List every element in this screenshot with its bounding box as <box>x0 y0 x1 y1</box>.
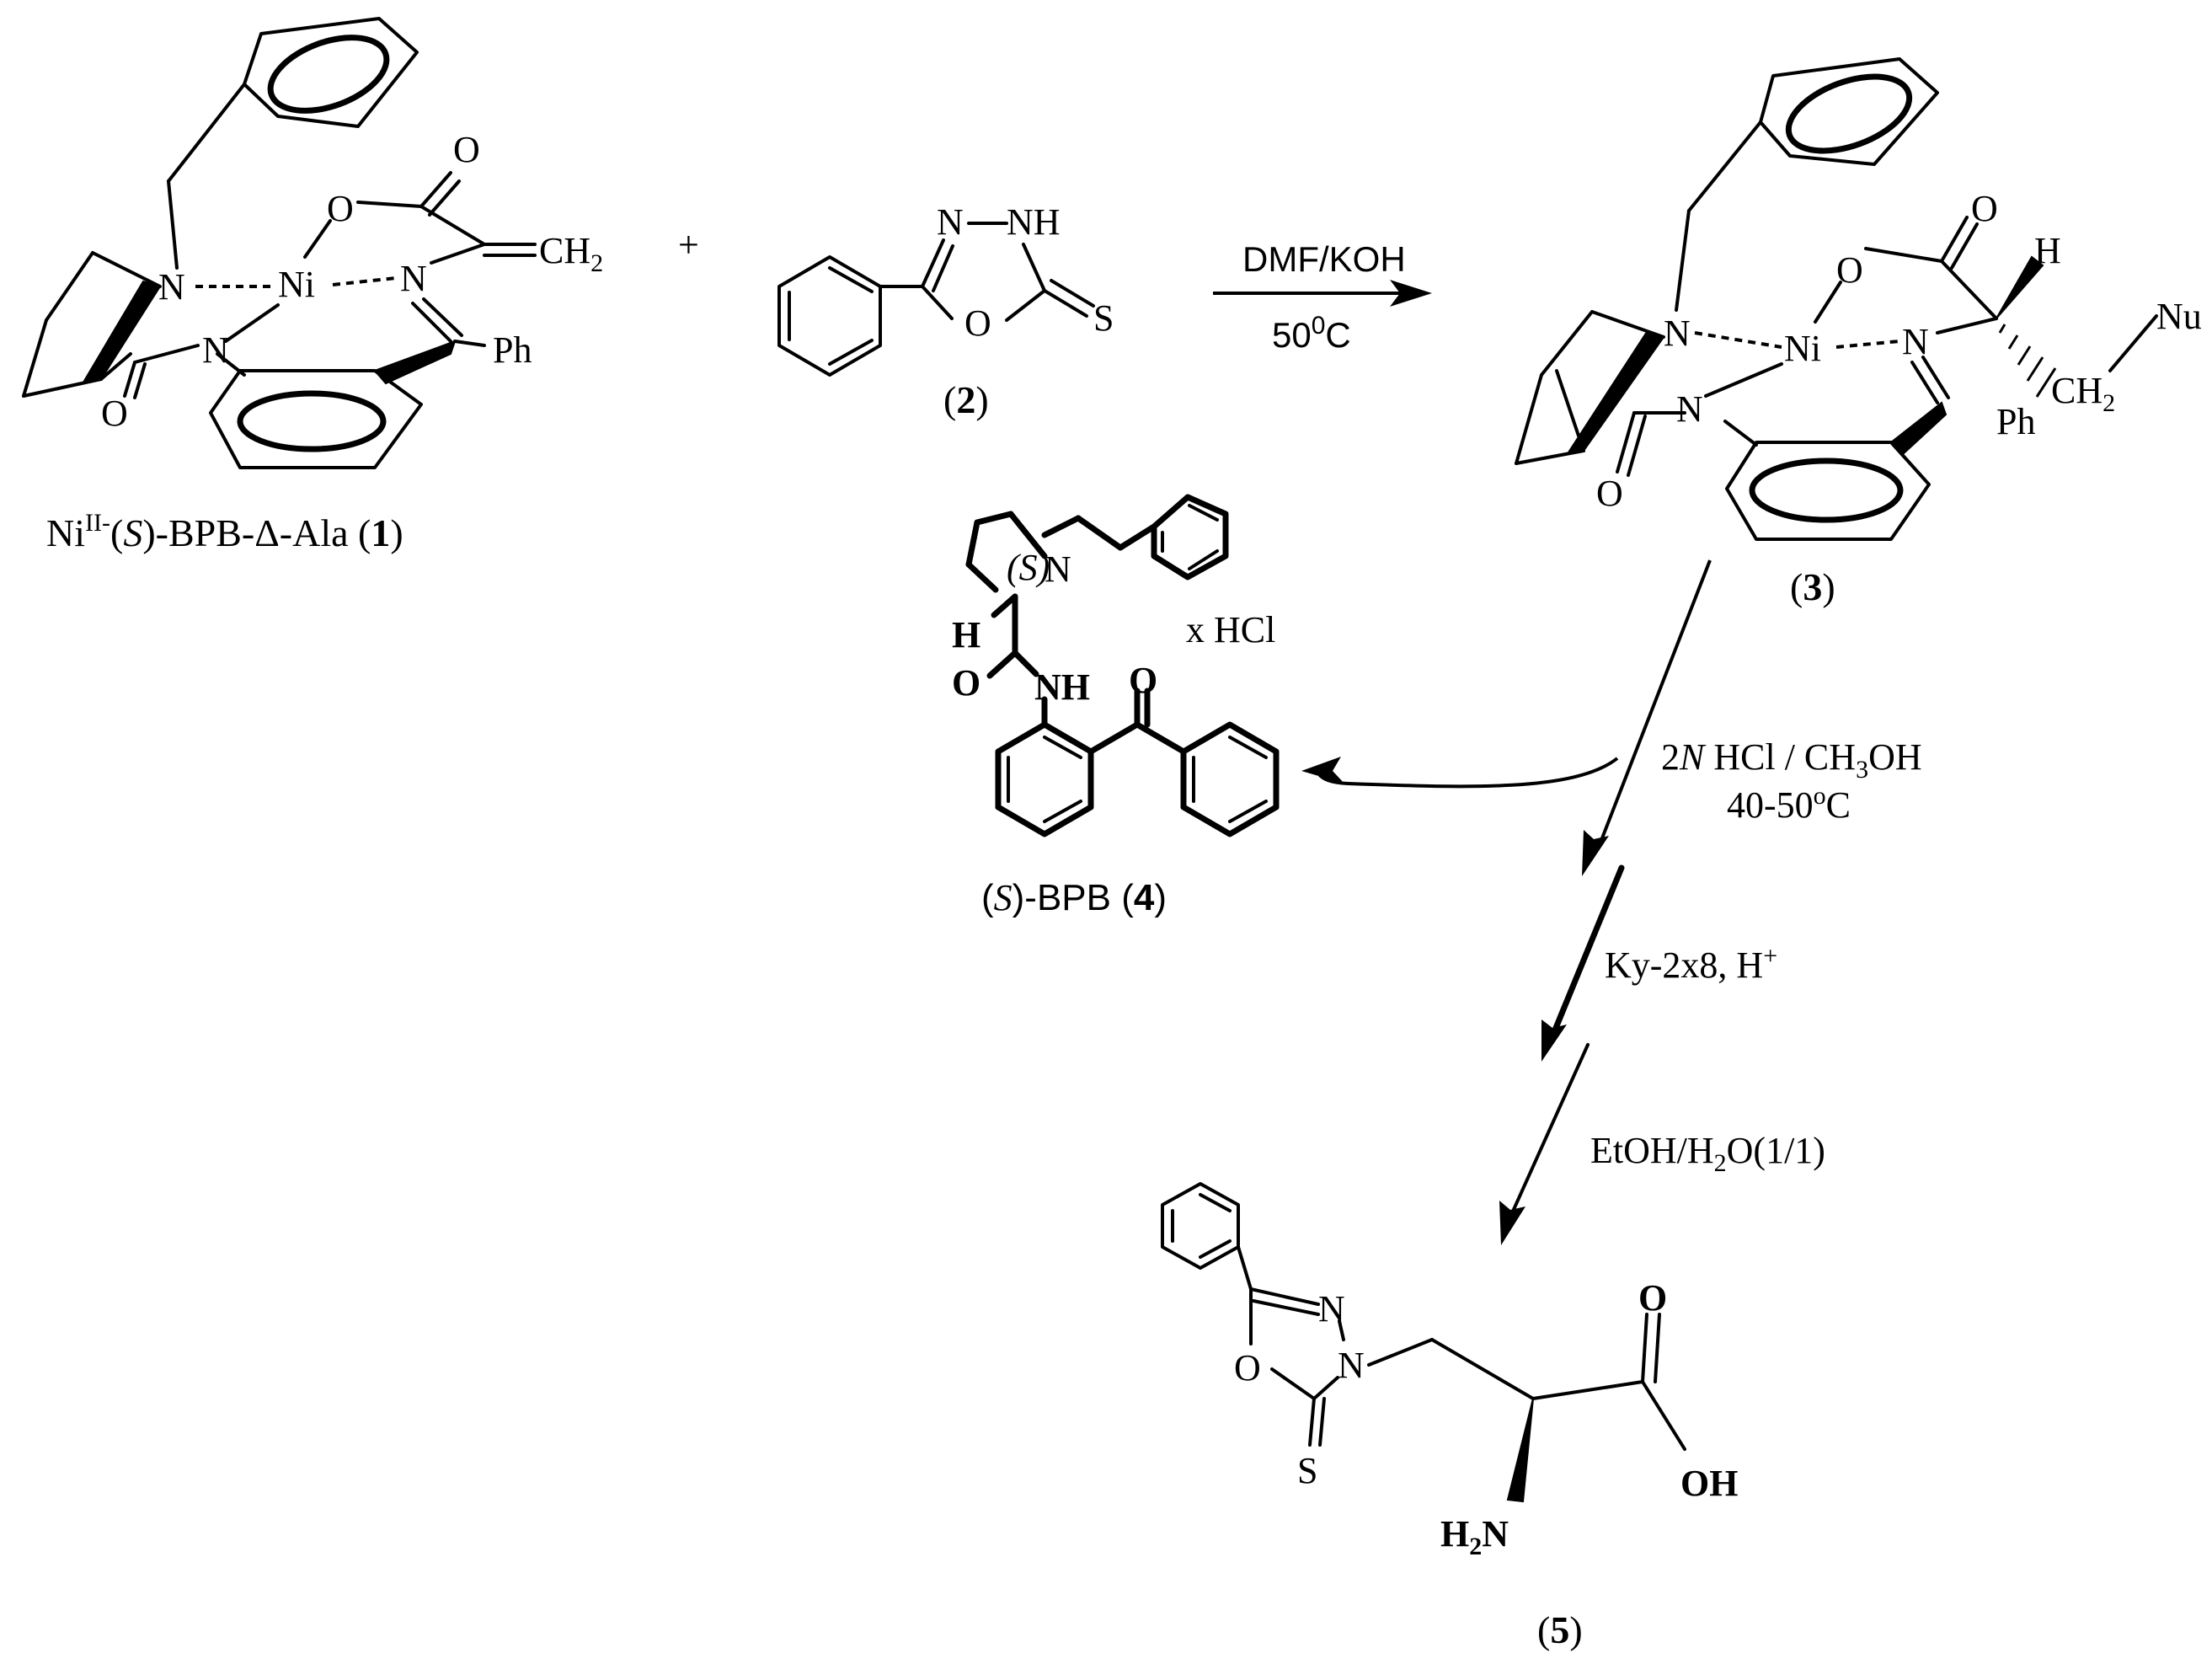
atom-CH: CH2 <box>2051 370 2115 417</box>
step-3-reagent: Ky-2x8, H+ <box>1605 942 1777 986</box>
arrow-step-4 <box>1510 1043 1590 1215</box>
compound-2-structure <box>777 222 1095 377</box>
compound-1-atoms: O O CH2 N Ni N Ph N O <box>101 129 603 434</box>
atom-H: H <box>2034 230 2061 271</box>
step-1-temperature: 500C <box>1272 312 1351 355</box>
atom-O: O <box>964 302 991 344</box>
atom-O: O <box>1129 660 1157 701</box>
arrowhead-step-3 <box>1541 1019 1567 1062</box>
compound-2-label: (2) <box>943 378 989 421</box>
compound-5-label: (5) <box>1537 1608 1583 1651</box>
compound-3-atoms: O O H Nu N Ni N CH2 Ph N O <box>1596 188 2202 514</box>
compound-1-structure <box>22 17 537 469</box>
step-4-solvent: EtOH/H2O(1/1) <box>1590 1130 1825 1177</box>
atom-O: O <box>1234 1347 1261 1388</box>
atom-O: O <box>1971 188 1998 229</box>
atom-NH: NH <box>1007 201 1061 243</box>
step-1-reagent: DMF/KOH <box>1242 239 1406 279</box>
compound-1-label: NiII-(S)-BPB-Δ-Ala (1) <box>46 509 403 554</box>
atom-Ph: Ph <box>1996 401 2035 442</box>
arrowhead-step-1 <box>1390 280 1432 307</box>
atom-N: N <box>158 266 185 308</box>
compound-4-structure <box>965 494 1280 837</box>
arrow-step-2 <box>1599 559 1712 843</box>
atom-Ni: Ni <box>278 264 315 305</box>
atom-O: O <box>453 129 480 170</box>
arrowhead-step-4 <box>1499 1201 1525 1245</box>
atom-N: N <box>937 201 964 243</box>
compound-4-salt: x HCl <box>1186 609 1275 650</box>
atom-OH: OH <box>1680 1463 1738 1504</box>
atom-N: N <box>400 258 427 299</box>
atom-N: N <box>202 329 229 371</box>
atom-O: O <box>1836 249 1863 291</box>
compound-4-atoms: (S) N H O NH O x HCl <box>952 547 1275 708</box>
atom-N: N <box>1045 548 1071 590</box>
atom-O: O <box>101 393 128 434</box>
atom-N: N <box>1676 388 1703 430</box>
atom-N: N <box>1318 1288 1345 1330</box>
arrowhead-to-4 <box>1301 757 1344 784</box>
atom-Ph: Ph <box>493 329 532 371</box>
plus-sign: + <box>678 224 699 265</box>
atom-CH: CH2 <box>539 230 603 277</box>
compound-2-atoms: N NH O S <box>937 201 1114 344</box>
arrow-to-4 <box>1317 757 1619 789</box>
compound-5-structure <box>1161 1182 1686 1503</box>
compound-4-label: (S)-BPB (4) <box>981 877 1167 918</box>
atom-S: S <box>1093 297 1114 339</box>
compound-3-label: (3) <box>1790 565 1835 608</box>
step-2-reagent: 2N HCl / CH3OH <box>1661 736 1922 784</box>
atom-N: N <box>1902 321 1929 362</box>
atom-S: S <box>1297 1450 1317 1491</box>
atom-O: O <box>1638 1277 1667 1319</box>
atom-H: H <box>952 614 980 655</box>
atom-O: O <box>952 662 980 704</box>
atom-Ni: Ni <box>1784 328 1821 369</box>
arrowhead-step-2 <box>1582 830 1609 876</box>
atom-N: N <box>1338 1345 1365 1386</box>
atom-N: N <box>1664 313 1691 354</box>
atom-O: O <box>1596 473 1623 514</box>
atom-O: O <box>327 188 354 229</box>
step-2-temperature: 40-50oC <box>1727 782 1851 826</box>
compound-5-atoms: N N O S O OH H2N <box>1234 1277 1738 1560</box>
atom-H2N: H2N <box>1440 1513 1509 1560</box>
arrow-step-3 <box>1551 864 1625 1035</box>
atom-S-stereo: (S) <box>1007 547 1050 588</box>
atom-NH: NH <box>1034 666 1090 708</box>
compound-3-structure <box>1515 57 2158 541</box>
atom-Nu: Nu <box>2156 296 2202 337</box>
